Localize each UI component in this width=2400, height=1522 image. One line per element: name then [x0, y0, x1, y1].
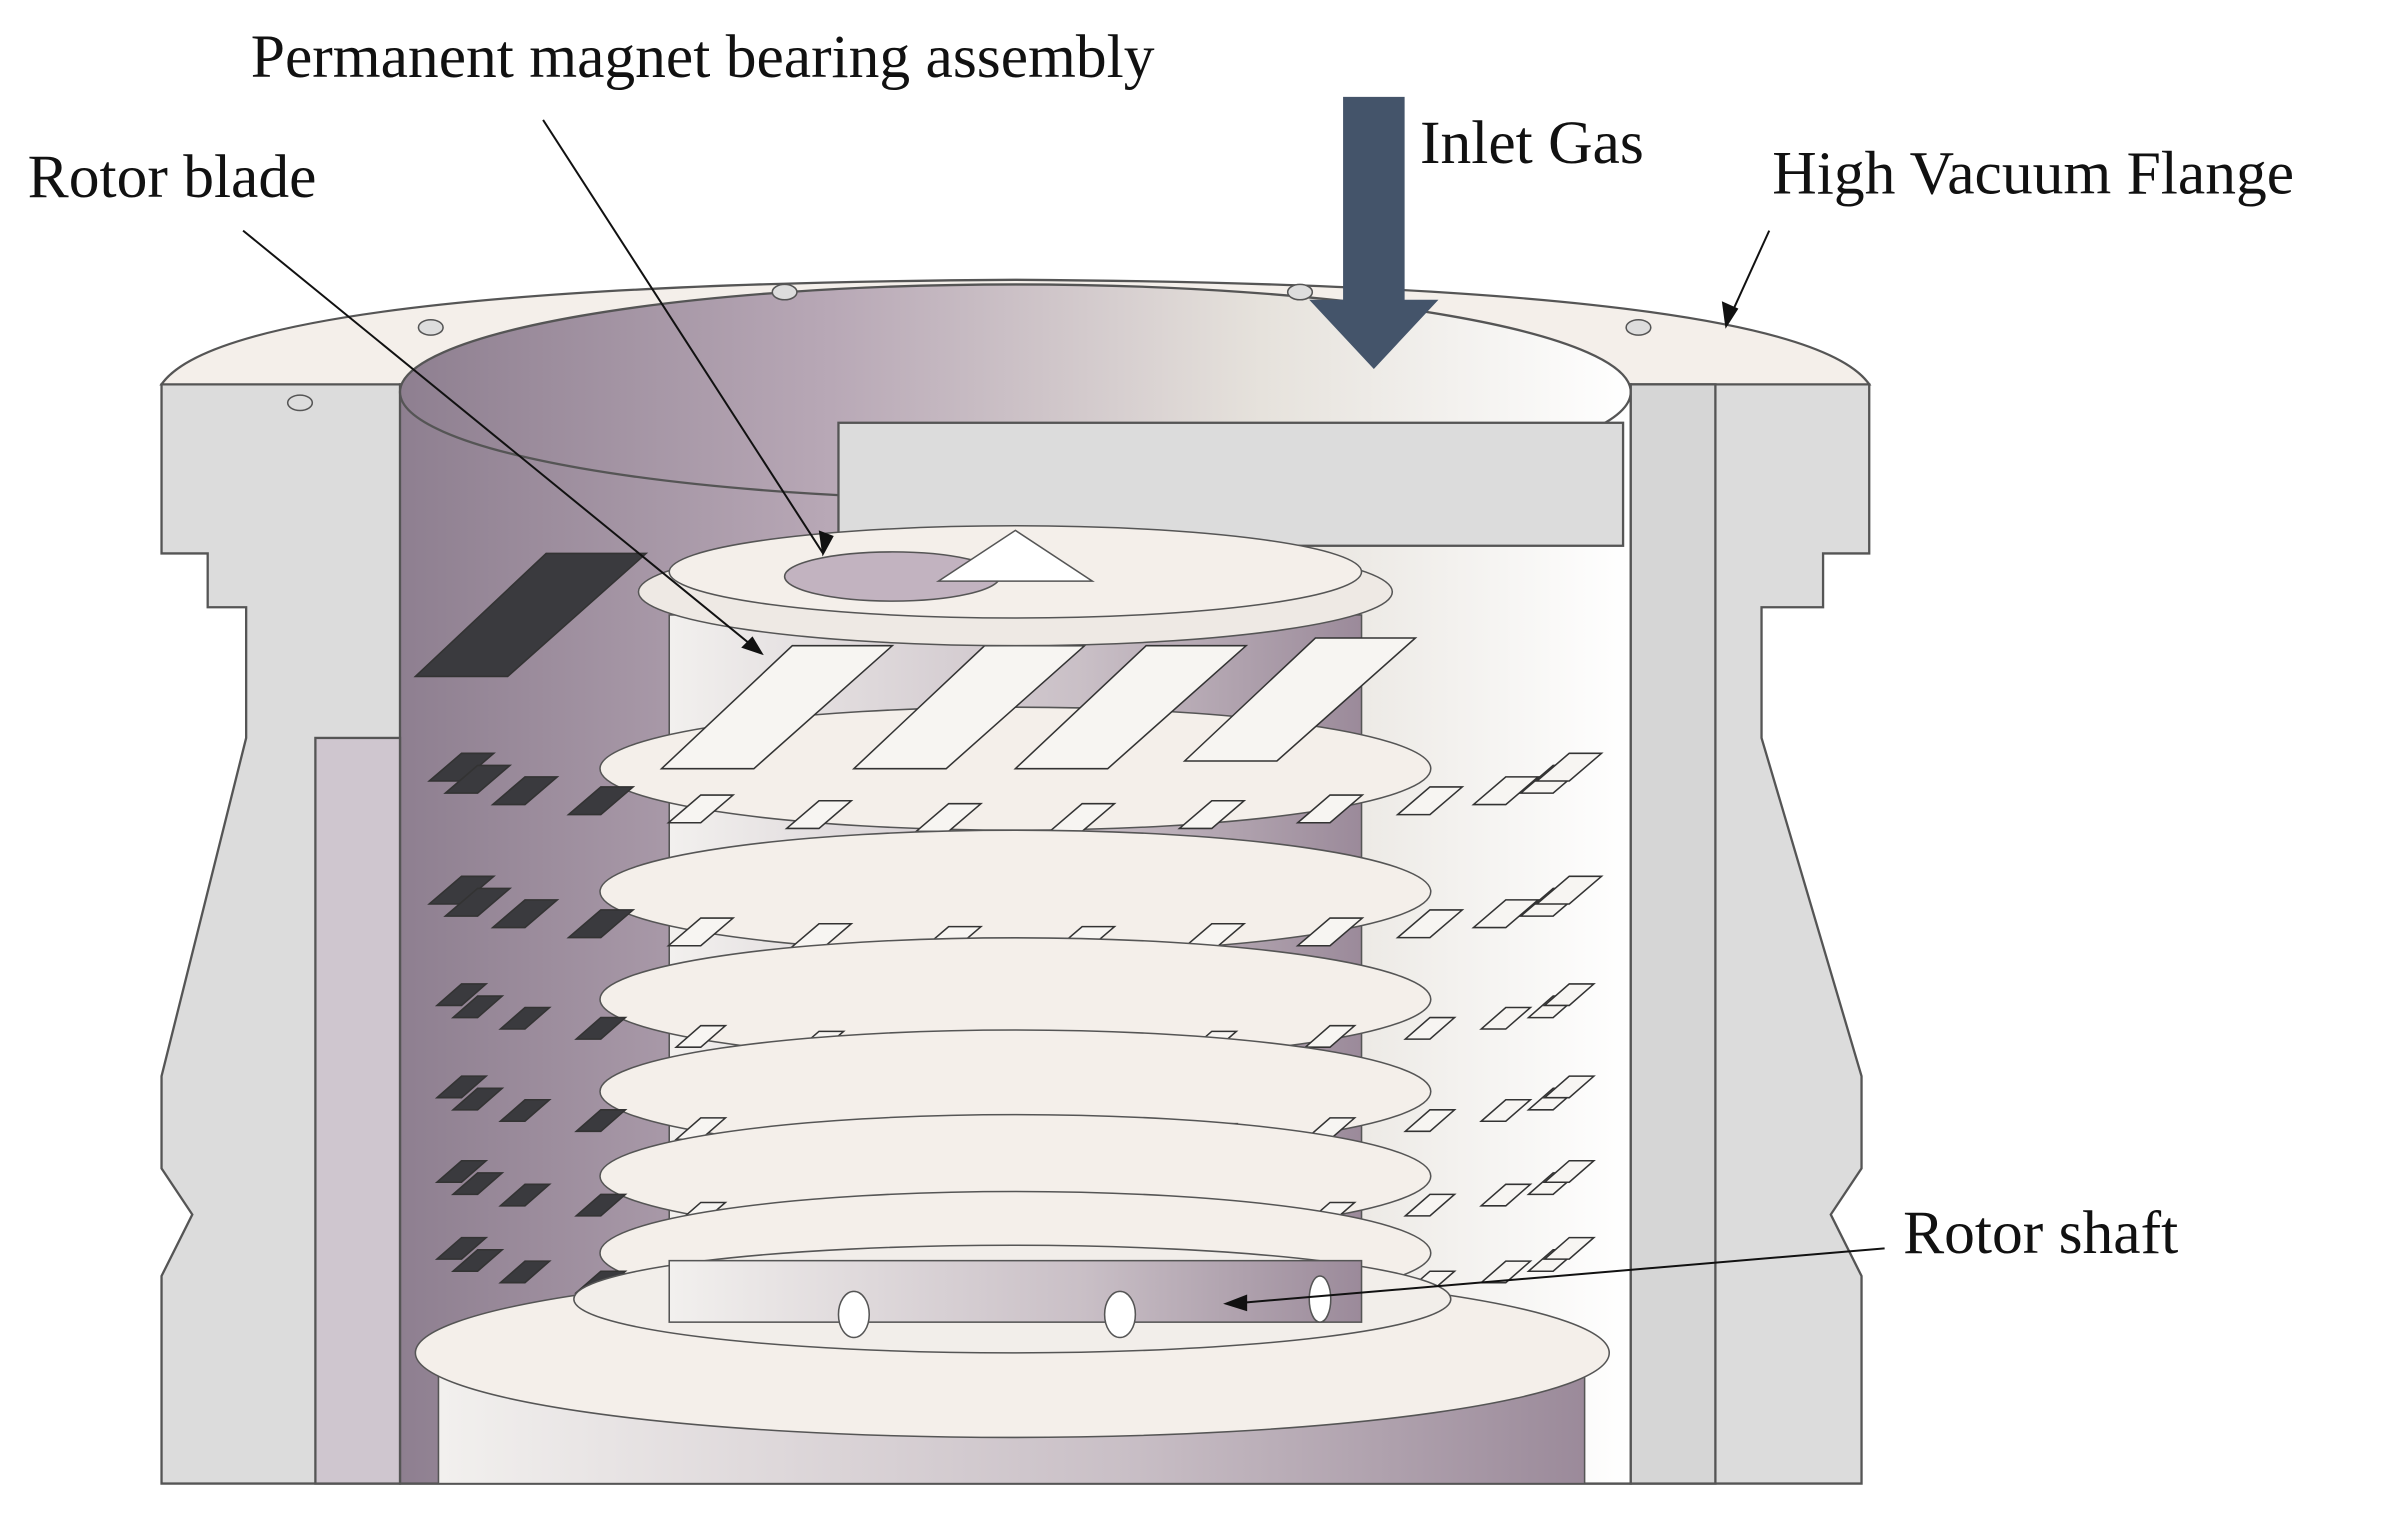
leader-lines — [242, 119, 1885, 1312]
rotor-blade — [1542, 1236, 1596, 1260]
rotor-blade — [450, 1087, 505, 1111]
label-bearing: Permanent magnet bearing assembly — [251, 23, 1155, 91]
rotor-blade — [1403, 1109, 1457, 1133]
rotor-blade — [413, 552, 649, 678]
rotor-blade — [851, 644, 1087, 770]
rotor-blade — [674, 1024, 728, 1048]
rotor-blade — [1479, 1260, 1533, 1284]
label-inlet-gas: Inlet Gas — [1420, 109, 1644, 177]
rotor-blade — [1534, 752, 1604, 782]
rotor-blade — [1542, 1075, 1596, 1099]
top-rotor-blades — [413, 552, 1418, 770]
rotor-blade — [1471, 899, 1541, 929]
rotor-blade — [1479, 1098, 1533, 1123]
rotor-blade — [1542, 983, 1596, 1007]
rotor-blade — [1479, 1183, 1533, 1207]
rotor-blade — [443, 764, 513, 794]
rotor-blade — [659, 644, 895, 770]
rotor-blade — [1395, 786, 1465, 816]
rotor-blade — [1395, 909, 1465, 939]
rotor-blade — [1479, 1006, 1533, 1030]
base-disc — [414, 1244, 1610, 1485]
rotor-blade — [427, 875, 496, 905]
rotor-blade — [434, 1075, 489, 1099]
rotor-blade — [434, 983, 489, 1007]
rotor-blade — [1182, 637, 1418, 762]
rotor-blade — [1295, 794, 1365, 824]
rotor-blade — [566, 909, 636, 939]
rotor-blade — [434, 1236, 489, 1260]
rotor-blade — [1177, 799, 1247, 830]
rotor-blade — [574, 1109, 628, 1133]
rotor-blade — [1534, 875, 1604, 905]
rotor-blade — [498, 1260, 552, 1284]
rotor-blade — [427, 752, 496, 782]
label-rotor-blade: Rotor blade — [28, 143, 317, 211]
rotor-blade — [1013, 644, 1249, 770]
label-rotor-shaft: Rotor shaft — [1903, 1199, 2178, 1267]
rotor-disc — [599, 829, 1432, 954]
rotor-blade-leader — [242, 229, 763, 655]
rotor-blade — [443, 887, 513, 917]
rotor-blade — [1403, 1193, 1457, 1217]
rotor-blade — [434, 1159, 489, 1184]
flange-leader — [1729, 230, 1771, 316]
rotor-blade — [498, 1006, 552, 1030]
rotor-blade — [666, 917, 736, 947]
rotor-blade — [490, 899, 560, 929]
rotor-blade — [450, 995, 505, 1019]
rotor-blade — [490, 776, 560, 806]
rotor-blade — [450, 1172, 505, 1196]
rotor-blade — [574, 1016, 628, 1040]
rotor-blade — [1471, 776, 1541, 806]
rotor-blade — [574, 1193, 628, 1217]
rotor-blade — [1542, 1159, 1596, 1184]
rotor-blade — [784, 799, 854, 830]
rotor-shaft-leader — [1230, 1247, 1885, 1305]
rotor-blade — [1295, 917, 1365, 947]
bearing-plate — [637, 525, 1394, 647]
rotor-blade — [498, 1098, 552, 1123]
rotor-blade — [450, 1248, 505, 1273]
rotor-blade — [1403, 1016, 1457, 1040]
rotor-blade — [498, 1183, 552, 1207]
rotor-blade — [1303, 1024, 1357, 1048]
inlet-gas-arrow — [1309, 96, 1439, 369]
flange-bolt-holes — [286, 283, 1652, 412]
rotor-stages — [413, 552, 1604, 1316]
rotor-blade — [566, 786, 636, 816]
bearing-leader — [542, 119, 824, 554]
label-flange: High Vacuum Flange — [1772, 140, 2294, 208]
rotor-blade — [666, 794, 736, 824]
